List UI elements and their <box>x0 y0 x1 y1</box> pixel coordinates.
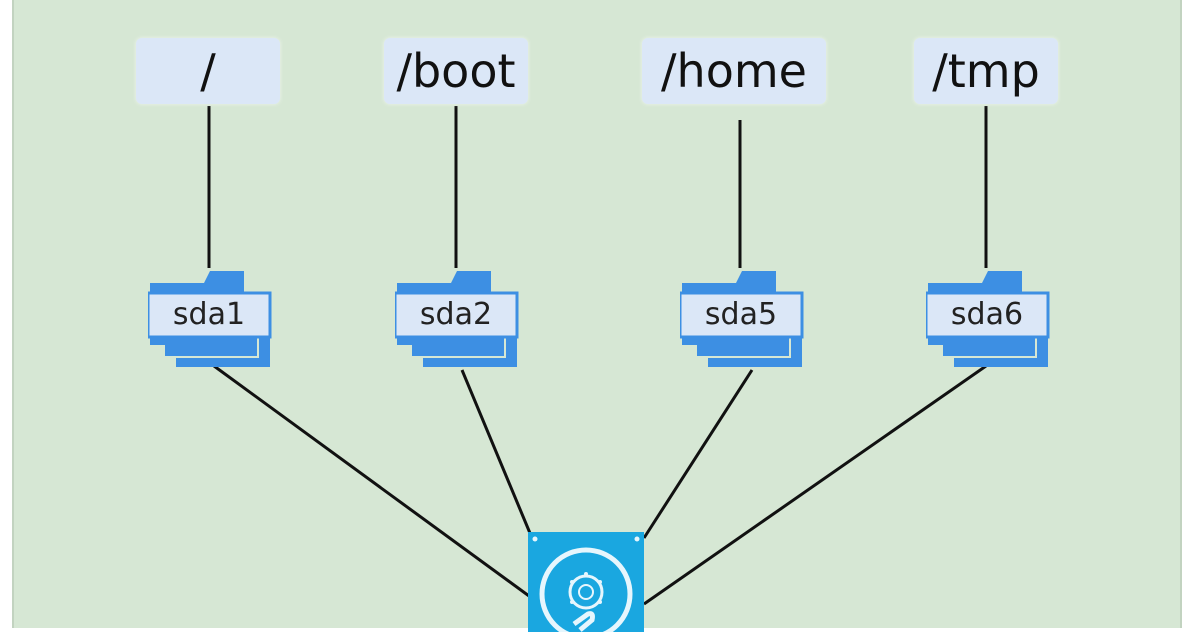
partition-sda5: sda5 <box>680 265 810 375</box>
connector-sda6-disk <box>643 364 987 606</box>
partition-label: sda5 <box>704 297 778 332</box>
partition-label: sda2 <box>419 297 493 332</box>
partition-sda2: sda2 <box>395 265 525 375</box>
partition-stack-icon <box>148 271 272 367</box>
partition-stack-icon <box>395 271 519 367</box>
mount-point-home: /home <box>642 38 826 104</box>
hard-disk-icon <box>528 532 644 636</box>
partition-label: sda1 <box>172 297 246 332</box>
mount-point-tmp: /tmp <box>914 38 1058 104</box>
partition-label: sda6 <box>950 297 1024 332</box>
partition-stack-icon <box>680 271 804 367</box>
mount-point-root: / <box>136 38 280 104</box>
hard-disk <box>528 532 644 636</box>
mount-point-boot: /boot <box>384 38 528 104</box>
connector-sda5-disk <box>642 369 754 539</box>
partition-sda1: sda1 <box>148 265 278 375</box>
connector-sda1-disk <box>213 364 541 606</box>
partition-stack-icon <box>926 271 1050 367</box>
connector-sda2-disk <box>460 369 534 539</box>
partition-sda6: sda6 <box>926 265 1056 375</box>
